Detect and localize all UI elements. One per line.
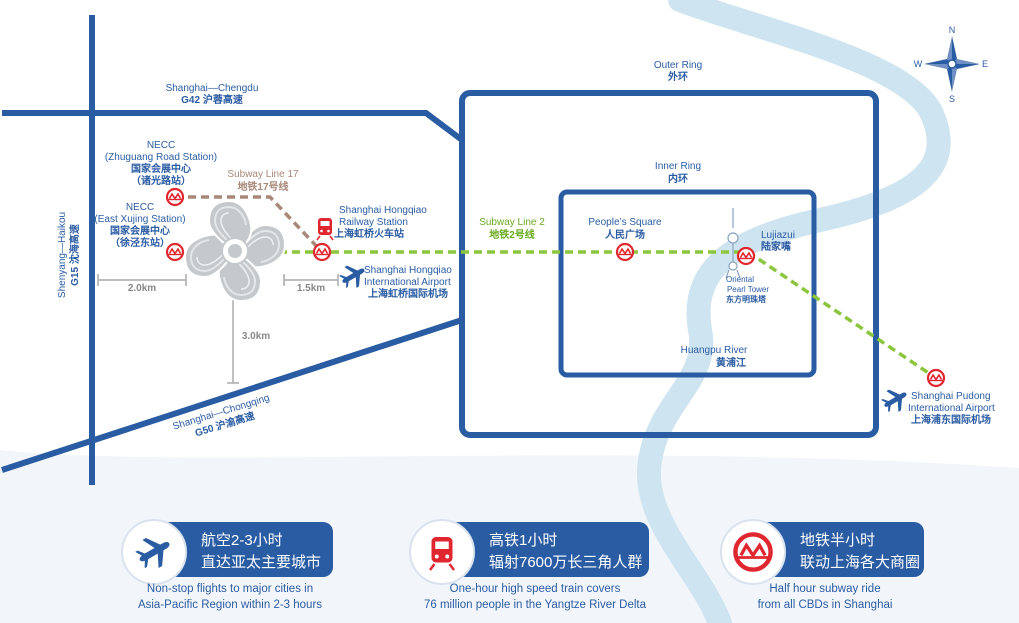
huangpu-en: Huangpu River bbox=[681, 345, 748, 356]
subway-line-2-pudong bbox=[747, 250, 937, 380]
g50-expressway bbox=[1, 317, 463, 473]
lujiazui-cn: 陆家嘴 bbox=[761, 240, 791, 253]
g15-label-cn: G15 沈海高速 bbox=[68, 224, 81, 286]
compass-s: S bbox=[949, 94, 955, 104]
lujiazui-en: Lujiazui bbox=[761, 230, 795, 241]
caption-air-2: Asia-Pacific Region within 2-3 hours bbox=[137, 599, 323, 611]
hq-air-en2: International Airport bbox=[364, 277, 451, 288]
necc-xujing-en1: NECC bbox=[126, 202, 154, 213]
outer-ring-label-en: Outer Ring bbox=[654, 60, 702, 71]
compass-rose-icon bbox=[924, 36, 980, 92]
card-air-line2: 直达亚太主要城市 bbox=[201, 554, 322, 571]
hq-rail-en1: Shanghai Hongqiao bbox=[339, 205, 427, 216]
necc-zhuguang-cn2: （诸光路站） bbox=[131, 174, 191, 187]
hq-air-en1: Shanghai Hongqiao bbox=[364, 265, 452, 276]
metro-station-zhuguang[interactable] bbox=[165, 187, 185, 207]
inner-ring bbox=[558, 189, 817, 378]
caption-metro-2: from all CBDs in Shanghai bbox=[757, 599, 893, 611]
metro-station-hongqiao[interactable] bbox=[312, 242, 332, 262]
g15-label-en: Shenyang—Haikou bbox=[57, 212, 68, 298]
pudong-en1: Shanghai Pudong bbox=[911, 391, 991, 402]
card-air-line1: 航空2-3小时 bbox=[201, 532, 283, 549]
card-metro: 地铁半小时 联动上海各大商圈 bbox=[720, 519, 924, 585]
necc-clover-icon bbox=[184, 200, 286, 302]
card-metro-line1: 地铁半小时 bbox=[800, 532, 876, 549]
caption-rail-2: 76 million people in the Yangtze River D… bbox=[423, 599, 647, 611]
necc-zhuguang-cn1: 国家会展中心 bbox=[131, 162, 191, 175]
outer-ring-label-cn: 外环 bbox=[667, 70, 688, 83]
huangpu-cn: 黄浦江 bbox=[716, 356, 746, 369]
necc-xujing-en2: (East Xujing Station) bbox=[94, 214, 185, 225]
pearl-en1: Oriental bbox=[726, 275, 754, 284]
necc-zhuguang-en1: NECC bbox=[147, 140, 175, 151]
line17-label-cn: 地铁17号线 bbox=[237, 180, 288, 193]
card-rail-icon-circle bbox=[409, 519, 475, 585]
card-metro-icon-circle bbox=[720, 519, 786, 585]
huangpu-river bbox=[636, 0, 951, 623]
compass-e: E bbox=[982, 59, 988, 69]
distance-markers bbox=[97, 274, 339, 384]
card-air-icon-circle bbox=[121, 519, 187, 585]
inner-ring-label-cn: 内环 bbox=[668, 172, 688, 185]
card-air: 航空2-3小时 直达亚太主要城市 bbox=[121, 519, 333, 585]
necc-xujing-cn2: （徐泾东站） bbox=[110, 236, 170, 249]
caption-metro: Half hour subway ride from all CBDs in S… bbox=[715, 581, 935, 613]
caption-rail-1: One-hour high speed train covers bbox=[449, 583, 621, 595]
caption-air: Non-stop flights to major cities in Asia… bbox=[110, 581, 350, 613]
compass-n: N bbox=[949, 25, 956, 35]
pudong-en2: International Airport bbox=[908, 403, 995, 414]
card-metro-line2: 联动上海各大商圈 bbox=[800, 554, 921, 571]
compass-w: W bbox=[914, 59, 923, 69]
g42-label-cn: G42 沪蓉高速 bbox=[181, 93, 243, 106]
card-rail-line2: 辐射7600万长三角人群 bbox=[489, 554, 643, 571]
train-icon bbox=[316, 218, 334, 241]
hq-rail-en2: Railway Station bbox=[339, 217, 408, 228]
g42-expressway bbox=[2, 110, 464, 143]
metro-logo-icon bbox=[733, 532, 773, 572]
subway-line-17 bbox=[175, 195, 324, 254]
peoples-square-en: People’s Square bbox=[588, 217, 662, 228]
caption-metro-1: Half hour subway ride bbox=[769, 583, 881, 595]
line2-label-cn: 地铁2号线 bbox=[489, 228, 535, 241]
hq-air-cn: 上海虹桥国际机场 bbox=[368, 287, 448, 300]
metro-station-peoples-square[interactable] bbox=[615, 242, 635, 262]
metro-station-lujiazui[interactable] bbox=[736, 246, 756, 266]
distance-south: 3.0km bbox=[242, 331, 270, 342]
necc-zhuguang-en2: (Zhuguang Road Station) bbox=[105, 152, 217, 163]
line2-label-en: Subway Line 2 bbox=[479, 217, 545, 228]
airplane-icon bbox=[131, 529, 178, 575]
necc-xujing-cn1: 国家会展中心 bbox=[110, 224, 170, 237]
peoples-square-cn: 人民广场 bbox=[605, 228, 645, 241]
hq-rail-cn: 上海虹桥火车站 bbox=[334, 227, 404, 240]
pearl-en2: Pearl Tower bbox=[727, 285, 769, 294]
caption-rail: One-hour high speed train covers 76 mill… bbox=[390, 581, 680, 613]
train-icon bbox=[429, 537, 455, 571]
card-rail-line1: 高铁1小时 bbox=[489, 532, 558, 549]
line17-label-en: Subway Line 17 bbox=[227, 169, 299, 180]
pearl-tower-icon bbox=[725, 208, 741, 279]
pearl-cn: 东方明珠塔 bbox=[726, 294, 767, 304]
inner-ring-label-en: Inner Ring bbox=[655, 161, 701, 172]
metro-station-pudong[interactable] bbox=[926, 368, 946, 388]
caption-air-1: Non-stop flights to major cities in bbox=[146, 583, 314, 595]
distance-east: 1.5km bbox=[297, 283, 325, 294]
g42-label-en: Shanghai—Chengdu bbox=[166, 83, 259, 94]
outer-ring bbox=[459, 90, 879, 438]
pudong-cn: 上海浦东国际机场 bbox=[911, 413, 991, 426]
distance-west: 2.0km bbox=[128, 283, 156, 294]
card-rail: 高铁1小时 辐射7600万长三角人群 bbox=[409, 519, 649, 585]
